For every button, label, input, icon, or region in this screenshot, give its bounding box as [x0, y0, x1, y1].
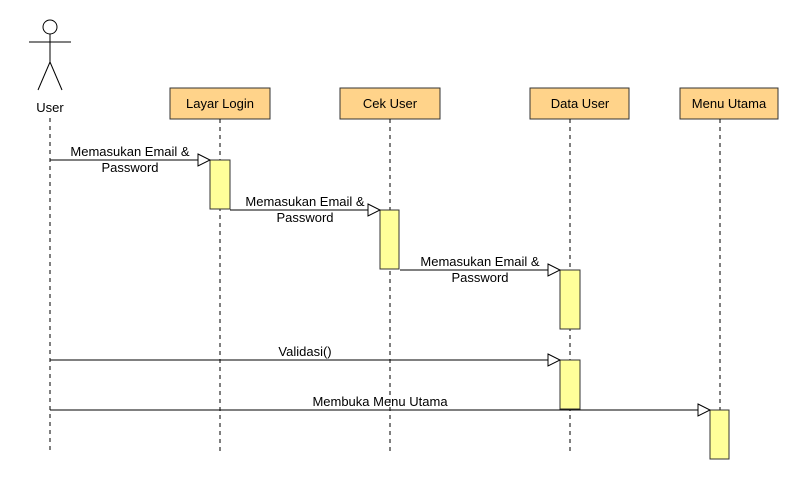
arrowhead-icon: [197, 153, 212, 167]
activation-bar: [709, 409, 730, 460]
message-labels: Memasukan Email & Password Memasukan Ema…: [70, 144, 540, 409]
lifelines: [49, 118, 721, 460]
activation-bar: [209, 159, 231, 210]
participant-box: [339, 87, 441, 120]
message-lines: [50, 159, 709, 411]
actor-user[interactable]: User: [29, 19, 71, 115]
activations: [209, 159, 730, 460]
actor-label: User: [36, 100, 64, 115]
message-label: Memasukan Email &: [245, 194, 365, 209]
message-label: Password: [101, 160, 158, 175]
arrowhead-icon: [697, 403, 712, 417]
participant-layar-login[interactable]: Layar Login: [169, 87, 271, 120]
message-label: Validasi(): [278, 344, 331, 359]
activation-bar: [559, 269, 581, 330]
message-label: Membuka Menu Utama: [312, 394, 448, 409]
activation-bar: [379, 209, 400, 270]
participant-label: Layar Login: [186, 96, 254, 111]
participant-label: Data User: [551, 96, 610, 111]
arrowhead-icon: [367, 203, 382, 217]
participant-cek-user[interactable]: Cek User: [339, 87, 441, 120]
participant-label: Cek User: [363, 96, 418, 111]
participant-box: [679, 87, 779, 120]
stick-figure-icon: [29, 19, 71, 91]
arrowhead-icon: [547, 263, 562, 277]
arrowhead-icon: [547, 353, 562, 367]
participant-box: [169, 87, 271, 120]
message-label: Password: [451, 270, 508, 285]
participant-data-user[interactable]: Data User: [529, 87, 630, 120]
message-label: Password: [276, 210, 333, 225]
participant-menu-utama[interactable]: Menu Utama: [679, 87, 779, 120]
activation-bar: [559, 359, 581, 410]
participant-box: [529, 87, 630, 120]
participant-label: Menu Utama: [692, 96, 767, 111]
arrowheads: [197, 153, 712, 417]
message-label: Memasukan Email &: [70, 144, 190, 159]
message-label: Memasukan Email &: [420, 254, 540, 269]
